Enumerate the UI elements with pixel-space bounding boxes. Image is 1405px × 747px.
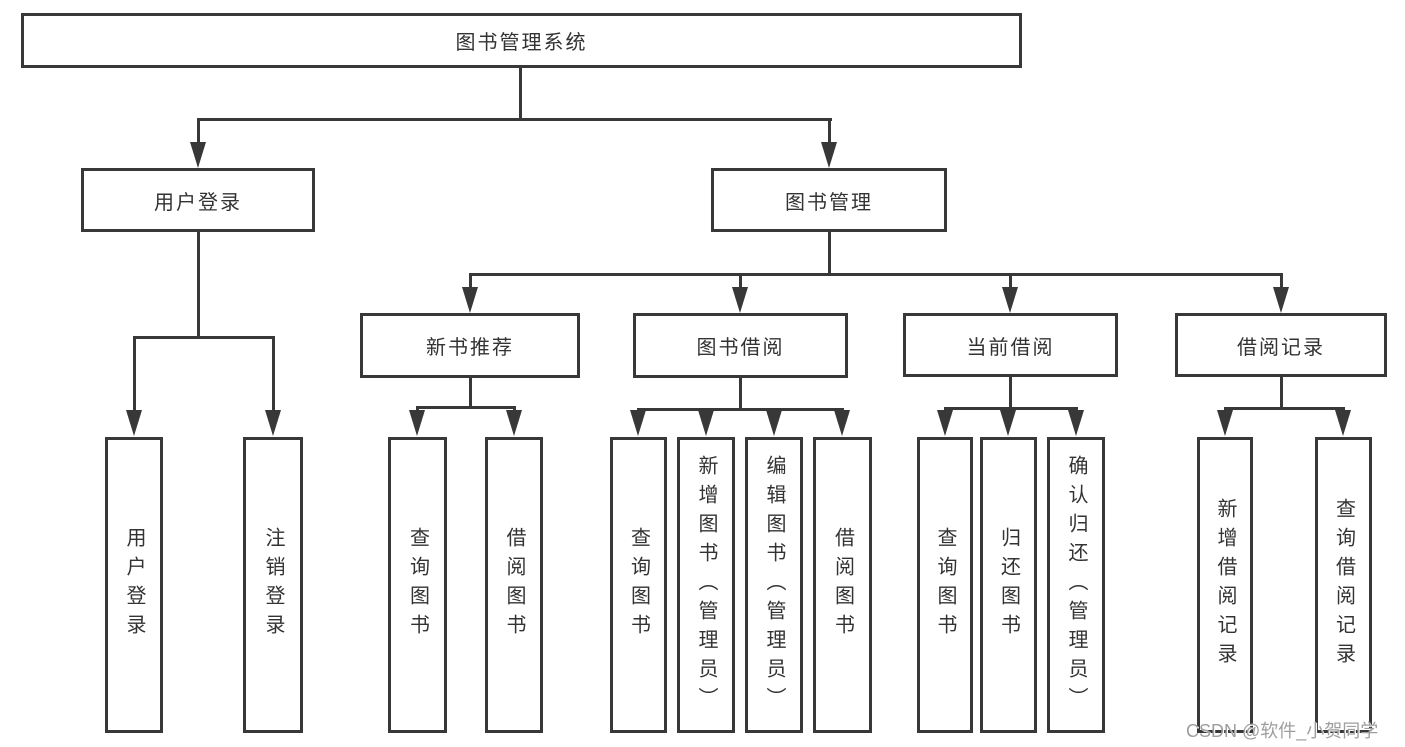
arrow-down-icon [937,410,953,436]
leaf-confirm-return-admin: 确认归还（管理员） [1047,437,1105,733]
connector-line [828,118,831,148]
arrow-down-icon [506,410,522,436]
node-label: 注销登录 [262,527,284,643]
connector-line [416,406,516,409]
node-label: 借阅图书 [831,527,854,643]
leaf-query-books-borrow: 查询图书 [610,437,667,733]
node-label: 借阅记录 [1237,336,1325,359]
arrow-down-icon [1335,410,1351,436]
leaf-query-books-recommend: 查询图书 [388,437,447,733]
node-label: 新增图书（管理员） [695,454,717,716]
arrow-down-icon [1000,410,1016,436]
arrow-down-icon [126,410,142,436]
node-label: 查询图书 [406,527,429,643]
node-new-book-recommend: 新书推荐 [360,313,580,378]
connector-line [944,407,1078,410]
connector-line [637,408,844,411]
node-label: 新增借阅记录 [1214,498,1236,672]
connector-line [519,68,522,118]
arrow-down-icon [1002,287,1018,313]
connector-line [1280,377,1283,407]
node-borrow-records: 借阅记录 [1175,313,1387,377]
csdn-watermark: CSDN @软件_小贺同学 [1186,721,1379,741]
connector-line [828,232,831,275]
node-label: 图书管理系统 [455,32,588,54]
arrow-down-icon [732,287,748,313]
connector-line [1224,407,1345,410]
node-book-borrow: 图书借阅 [633,313,848,378]
connector-line [469,273,1282,276]
leaf-logout: 注销登录 [243,437,303,733]
connector-line [469,378,472,406]
connector-line [1280,273,1283,293]
node-label: 用户登录 [154,191,242,214]
connector-line [469,273,472,293]
node-label: 编辑图书（管理员） [763,454,785,716]
leaf-query-books-current: 查询图书 [917,437,973,733]
leaf-return-books: 归还图书 [980,437,1037,733]
leaf-query-borrow-record: 查询借阅记录 [1315,437,1372,733]
connector-line [133,336,136,416]
node-label: 图书管理 [785,191,873,214]
arrow-down-icon [409,410,425,436]
node-label: 当前借阅 [966,336,1055,359]
node-label: 查询图书 [934,527,956,643]
node-label: 归还图书 [997,527,1020,643]
connector-line [197,232,200,336]
arrow-down-icon [1273,287,1289,313]
node-current-borrow: 当前借阅 [903,313,1118,377]
leaf-edit-books-admin: 编辑图书（管理员） [745,437,803,733]
connector-line [272,336,275,416]
leaf-add-books-admin: 新增图书（管理员） [677,437,735,733]
node-book-management: 图书管理 [711,168,947,232]
arrow-down-icon [265,410,281,436]
node-label: 新书推荐 [426,337,514,359]
arrow-down-icon [190,142,206,168]
node-label: 用户登录 [123,527,145,643]
leaf-add-borrow-record: 新增借阅记录 [1197,437,1253,733]
arrow-down-icon [821,142,837,168]
arrow-down-icon [1068,410,1084,436]
connector-line [197,118,832,121]
arrow-down-icon [834,410,850,436]
node-label: 确认归还（管理员） [1065,454,1087,716]
connector-line [133,336,275,339]
node-label: 查询借阅记录 [1332,498,1355,672]
node-user-login: 用户登录 [81,168,315,232]
leaf-borrow-books: 借阅图书 [813,437,872,733]
connector-line [1009,273,1012,293]
arrow-down-icon [766,410,782,436]
connector-line [739,378,742,408]
arrow-down-icon [698,410,714,436]
connector-line [1009,377,1012,407]
leaf-borrow-books-recommend: 借阅图书 [485,437,543,733]
node-library-management-system: 图书管理系统 [21,13,1022,68]
connector-line [739,273,742,293]
node-label: 图书借阅 [696,337,785,359]
arrow-down-icon [462,287,478,313]
arrow-down-icon [1217,410,1233,436]
arrow-down-icon [630,410,646,436]
leaf-user-login: 用户登录 [105,437,163,733]
node-label: 借阅图书 [503,527,525,643]
node-label: 查询图书 [627,527,650,643]
connector-line [197,118,200,148]
